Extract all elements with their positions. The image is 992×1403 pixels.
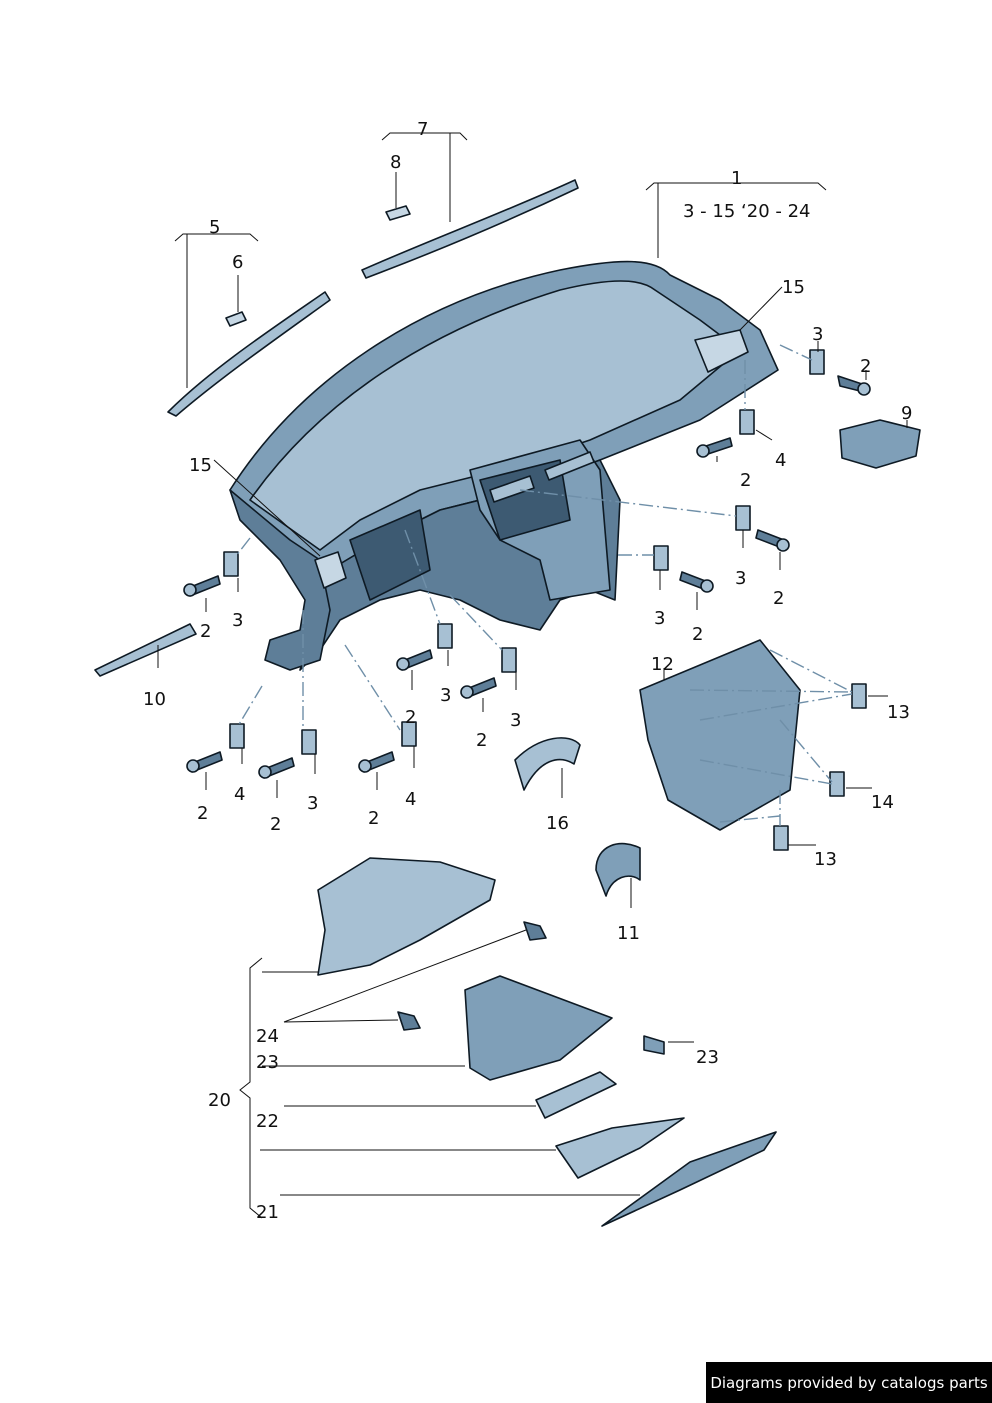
clip-24b <box>397 1011 421 1031</box>
callout-20: 20 <box>208 1090 231 1111</box>
glovebox-lid <box>555 1117 685 1179</box>
callout-4-a: 4 <box>775 450 786 471</box>
dashboard-panel <box>229 260 779 671</box>
callout-2-f: 2 <box>405 707 416 728</box>
callout-1-range: 3 - 15 ‘20 - 24 <box>683 201 811 222</box>
callout-2-j: 2 <box>368 808 379 829</box>
lower-strip <box>94 623 197 677</box>
callout-4-c: 4 <box>405 789 416 810</box>
trim-strip-left <box>167 291 331 417</box>
bracket-frame <box>639 639 801 831</box>
screws <box>183 375 871 779</box>
callout-3-b: 3 <box>735 568 746 589</box>
callout-3-f: 3 <box>510 710 521 731</box>
glovebox-frame <box>317 857 496 976</box>
callout-13-a: 13 <box>887 702 910 723</box>
callout-2-c: 2 <box>773 588 784 609</box>
callout-labels: 1 3 - 15 ‘20 - 24 7 8 5 6 15 15 3 2 9 4 … <box>143 119 912 1223</box>
callout-15-left: 15 <box>189 455 212 476</box>
callout-2-h: 2 <box>197 803 208 824</box>
credit-banner: Diagrams provided by catalogs parts <box>706 1362 992 1403</box>
clip-24a <box>523 921 547 941</box>
clips <box>223 349 867 851</box>
callout-2-e: 2 <box>200 621 211 642</box>
callout-7: 7 <box>417 119 428 140</box>
callout-8: 8 <box>390 152 401 173</box>
callout-12: 12 <box>651 654 674 675</box>
handle-11 <box>595 842 641 897</box>
callout-3-g: 3 <box>307 793 318 814</box>
callout-2-a: 2 <box>860 356 871 377</box>
callout-9: 9 <box>901 403 912 424</box>
callout-2-i: 2 <box>270 814 281 835</box>
callout-13-b: 13 <box>814 849 837 870</box>
callout-24: 24 <box>256 1026 279 1047</box>
callout-15-right: 15 <box>782 277 805 298</box>
callout-3-c: 3 <box>654 608 665 629</box>
callout-22: 22 <box>256 1111 279 1132</box>
pad-6 <box>225 311 247 327</box>
callout-14: 14 <box>871 792 894 813</box>
callout-2-g: 2 <box>476 730 487 751</box>
callout-5: 5 <box>209 217 220 238</box>
callout-2-b: 2 <box>740 470 751 491</box>
spring-23 <box>643 1035 665 1055</box>
callout-16: 16 <box>546 813 569 834</box>
glovebox-tray <box>464 975 613 1081</box>
glovebox-trim <box>601 1131 777 1227</box>
callout-3-e: 3 <box>440 685 451 706</box>
callout-21: 21 <box>256 1202 279 1223</box>
assembly-lines <box>235 344 853 826</box>
pad-8 <box>385 205 411 221</box>
glovebox-handle <box>535 1071 617 1119</box>
callout-4-b: 4 <box>234 784 245 805</box>
callout-23-right: 23 <box>696 1047 719 1068</box>
leader-lines <box>157 132 908 1219</box>
air-vent <box>839 419 921 469</box>
callout-23-left: 23 <box>256 1052 279 1073</box>
callout-1: 1 <box>731 168 742 189</box>
cover-16 <box>514 737 581 791</box>
callout-3-d: 3 <box>232 610 243 631</box>
callout-11: 11 <box>617 923 640 944</box>
callout-6: 6 <box>232 252 243 273</box>
callout-2-d: 2 <box>692 624 703 645</box>
trim-strip-top <box>361 179 579 279</box>
callout-10: 10 <box>143 689 166 710</box>
callout-3-a: 3 <box>812 324 823 345</box>
credit-text: Diagrams provided by catalogs parts <box>710 1373 988 1392</box>
